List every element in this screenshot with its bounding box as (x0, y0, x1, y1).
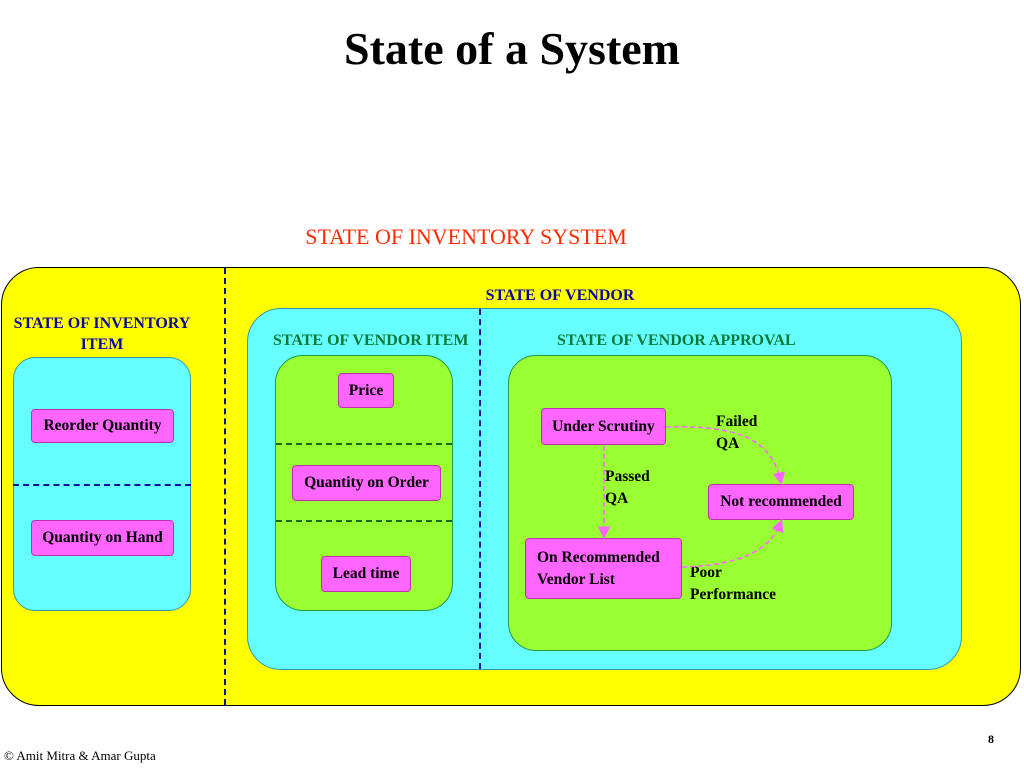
footer-copyright: © Amit Mitra & Amar Gupta (4, 748, 156, 763)
state-on-recommended-vendor-list: On Recommended Vendor List (525, 538, 682, 599)
transition-label-failed-qa: Failed QA (716, 413, 758, 452)
transition-label-poor-performance: Poor Performance (690, 564, 777, 603)
diagram-title: STATE OF INVENTORY SYSTEM (305, 224, 627, 249)
vendor-item-divider-1 (276, 443, 452, 445)
inventory-item-label: STATE OF INVENTORY ITEM (13, 315, 191, 353)
vendor-label: STATE OF VENDOR (485, 287, 635, 304)
vendor-item-divider-2 (276, 520, 452, 522)
vendor-item-approval-divider (479, 309, 481, 669)
vendor-approval-label: STATE OF VENDOR APPROVAL (557, 332, 796, 349)
page-number: 8 (988, 732, 994, 746)
state-quantity-on-order: Quantity on Order (292, 465, 441, 501)
inventory-vendor-divider (224, 268, 226, 705)
state-quantity-on-hand: Quantity on Hand (31, 520, 174, 556)
vendor-item-label: STATE OF VENDOR ITEM (273, 332, 469, 349)
state-lead-time: Lead time (321, 556, 411, 592)
transition-label-passed-qa: Passed QA (605, 468, 650, 507)
state-price: Price (338, 373, 394, 408)
state-under-scrutiny: Under Scrutiny (541, 408, 666, 445)
page-title: State of a System (344, 23, 680, 74)
state-not-recommended: Not recommended (708, 484, 854, 520)
state-reorder-quantity: Reorder Quantity (31, 409, 174, 443)
inventory-item-divider (13, 484, 191, 486)
